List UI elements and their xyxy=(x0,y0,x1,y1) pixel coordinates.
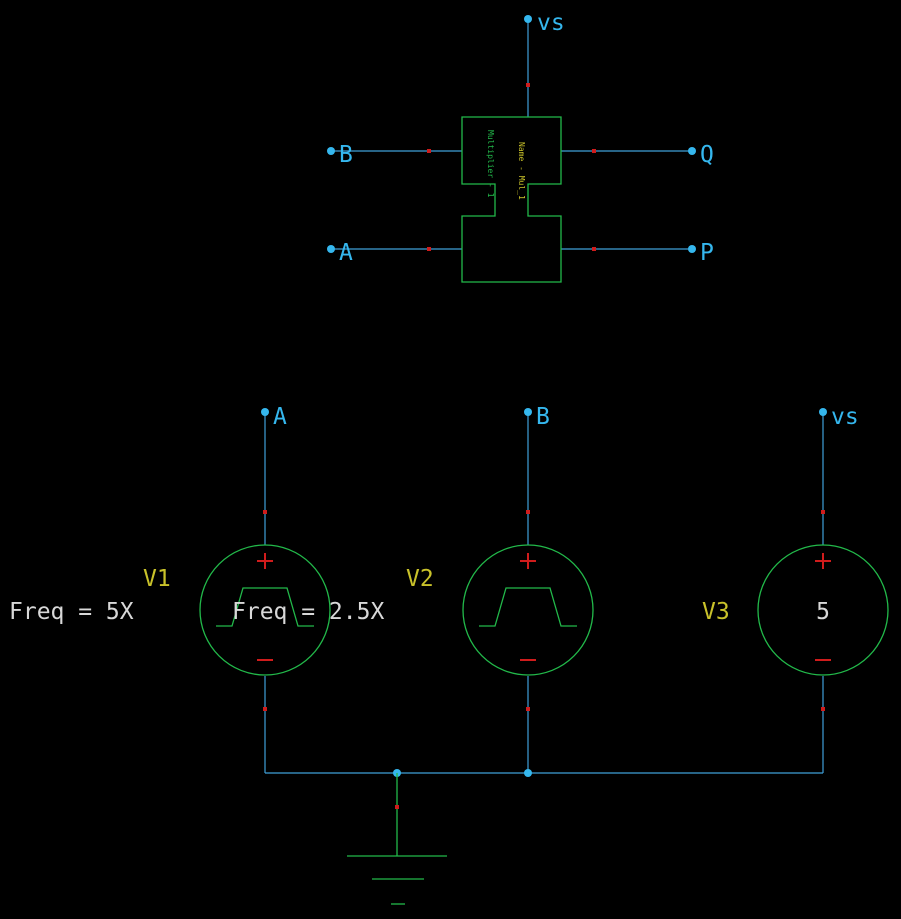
source-v1[interactable] xyxy=(199,544,331,676)
net-dot-p-top[interactable] xyxy=(688,245,696,253)
ground-symbol[interactable] xyxy=(347,855,447,905)
net-label-b-src: B xyxy=(536,404,550,430)
source-v2[interactable] xyxy=(462,544,594,676)
pin-v1-plus[interactable] xyxy=(263,510,267,514)
pin-v3-plus[interactable] xyxy=(821,510,825,514)
junction-v2[interactable] xyxy=(524,769,532,777)
pin-a-top[interactable] xyxy=(427,247,431,251)
net-dot-b-src[interactable] xyxy=(524,408,532,416)
source-name-v3: V3 xyxy=(702,599,730,625)
net-label-vs-src: vs xyxy=(831,404,859,430)
net-dot-vs-top[interactable] xyxy=(524,15,532,23)
block-name-text: Name - Mul_1 xyxy=(517,142,526,200)
pin-p-top[interactable] xyxy=(592,247,596,251)
pin-v2-minus[interactable] xyxy=(526,707,530,711)
block-model-text: Multiplier - 1 xyxy=(486,130,495,198)
source-name-v1: V1 xyxy=(143,566,171,592)
multiplier-block[interactable] xyxy=(461,116,562,283)
net-dot-vs-src[interactable] xyxy=(819,408,827,416)
net-label-p-top: P xyxy=(700,240,714,266)
pin-v2-plus[interactable] xyxy=(526,510,530,514)
net-label-a-top: A xyxy=(339,240,353,266)
source-name-v2: V2 xyxy=(406,566,434,592)
net-label-vs-top: vs xyxy=(537,10,565,36)
source-param-v1: Freq = 5X xyxy=(9,599,134,625)
pulse-icon-v1 xyxy=(216,587,314,627)
source-v3[interactable] xyxy=(757,544,889,676)
multiplier-circuit: vs B A Q P Multiplier - 1 Name - Mul_1 xyxy=(327,10,714,283)
sources-circuit: A B vs xyxy=(9,404,889,905)
pin-vs-top[interactable] xyxy=(526,83,530,87)
pin-v1-minus[interactable] xyxy=(263,707,267,711)
pin-q-top[interactable] xyxy=(592,149,596,153)
net-label-q-top: Q xyxy=(700,142,714,168)
net-label-b-top: B xyxy=(339,142,353,168)
source-param-v2: Freq = 2.5X xyxy=(232,599,384,625)
source-value-v3: 5 xyxy=(816,599,830,625)
pin-ground[interactable] xyxy=(395,805,399,809)
net-dot-a-top[interactable] xyxy=(327,245,335,253)
pin-b-top[interactable] xyxy=(427,149,431,153)
net-label-a-src: A xyxy=(273,404,287,430)
net-dot-q-top[interactable] xyxy=(688,147,696,155)
net-dot-b-top[interactable] xyxy=(327,147,335,155)
pin-v3-minus[interactable] xyxy=(821,707,825,711)
net-dot-a-src[interactable] xyxy=(261,408,269,416)
pulse-icon-v2 xyxy=(479,587,577,627)
